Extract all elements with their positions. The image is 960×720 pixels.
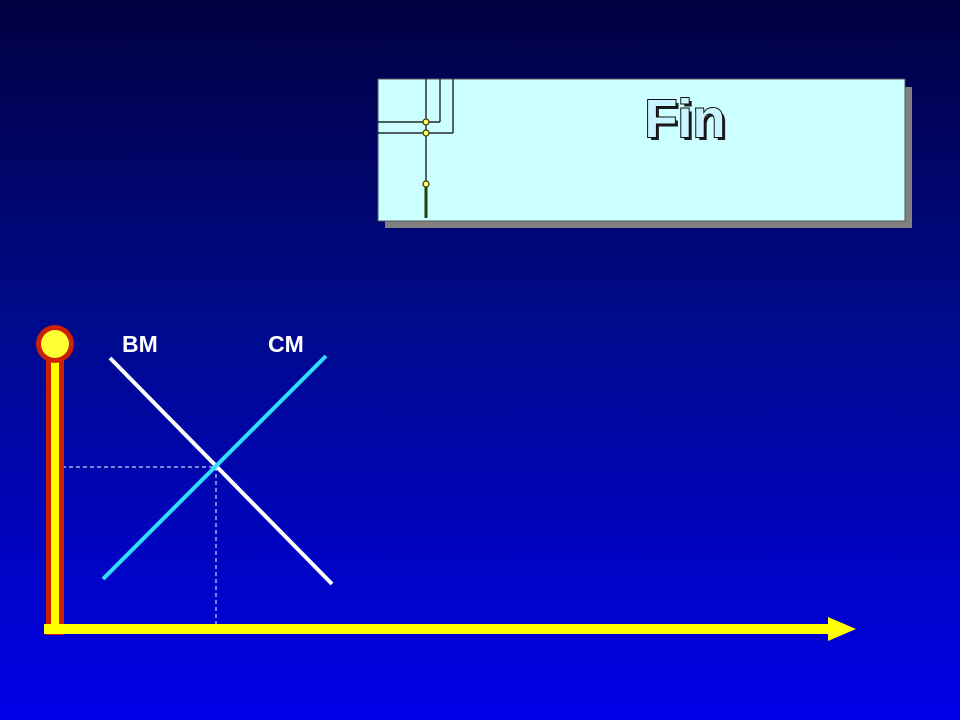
bm-label: BM — [122, 331, 158, 357]
title-shadow: Fin — [648, 92, 729, 152]
vertical-axis — [46, 345, 64, 635]
horizontal-axis-bar — [44, 624, 834, 634]
bm-line — [108, 356, 334, 586]
horizontal-axis — [44, 617, 856, 641]
cm-line — [101, 354, 328, 581]
arrow-head-icon — [828, 617, 856, 641]
cm-label: CM — [268, 331, 304, 357]
circle-knob-icon — [36, 325, 74, 363]
title-panel: Fin Fin — [377, 78, 912, 228]
vertical-axis-yellow — [51, 345, 59, 632]
circuit-lines-icon — [378, 79, 454, 218]
page-title: Fin — [645, 89, 726, 149]
title-panel-box — [377, 78, 906, 222]
